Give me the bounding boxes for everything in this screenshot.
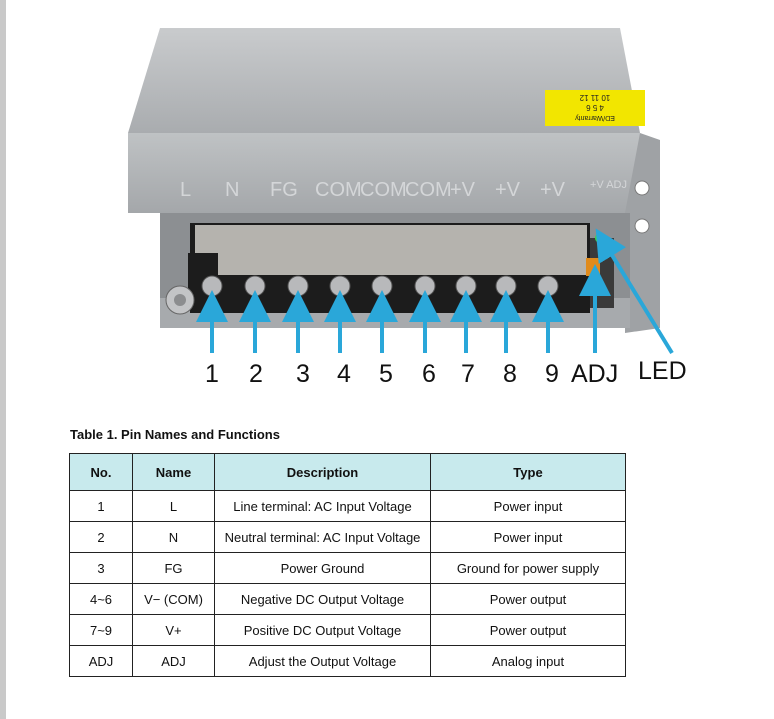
pin-label: 2 (249, 360, 263, 388)
svg-text:4 5 6: 4 5 6 (586, 103, 604, 112)
cell-description: Adjust the Output Voltage (214, 645, 431, 677)
adj-mark: +V ADJ (590, 179, 627, 191)
terminal-screw (287, 275, 309, 297)
pin-label: 1 (205, 360, 219, 388)
pin-label: ADJ (571, 360, 619, 388)
adj-potentiometer (586, 258, 600, 276)
cell-type: Power output (430, 583, 626, 615)
table-header-row: No. Name Description Type (69, 453, 626, 491)
cell-type: Power input (430, 521, 626, 553)
cell-description: Negative DC Output Voltage (214, 583, 431, 615)
terminal-mark: COM (405, 179, 452, 201)
terminal-mark: +V (450, 179, 476, 201)
cell-no: 1 (69, 490, 133, 522)
pin-label: 4 (337, 360, 351, 388)
terminal-mark: +V (540, 179, 566, 201)
terminal-mark: L (180, 179, 191, 201)
case-front (128, 133, 640, 213)
cell-name: N (132, 521, 215, 553)
cell-name: L (132, 490, 215, 522)
pin-label: 6 (422, 360, 436, 388)
terminal-screw (495, 275, 517, 297)
pin-label: 5 (379, 360, 393, 388)
cell-name: V− (COM) (132, 583, 215, 615)
cell-name: V+ (132, 614, 215, 646)
terminal-mark: N (225, 179, 239, 201)
warranty-sticker: ED/Warranty 4 5 6 10 11 12 (545, 90, 645, 126)
led-light (595, 233, 605, 243)
pin-label: 8 (503, 360, 517, 388)
svg-text:ED/Warranty: ED/Warranty (575, 114, 615, 121)
cell-description: Line terminal: AC Input Voltage (214, 490, 431, 522)
terminal-mark: COM (315, 179, 362, 201)
cell-no: 4~6 (69, 583, 133, 615)
header-type: Type (430, 453, 626, 491)
led-arrow (595, 228, 674, 355)
pin-label: 3 (296, 360, 310, 388)
terminal-mark: +V (495, 179, 521, 201)
pin-label: 9 (545, 360, 559, 388)
cell-no: ADJ (69, 645, 133, 677)
header-description: Description (214, 453, 431, 491)
cell-description: Power Ground (214, 552, 431, 584)
cell-no: 3 (69, 552, 133, 584)
terminal-screw (414, 275, 436, 297)
terminal-screw (455, 275, 477, 297)
cell-type: Ground for power supply (430, 552, 626, 584)
cell-description: Neutral terminal: AC Input Voltage (214, 521, 431, 553)
page-left-edge (0, 0, 6, 719)
table-caption: Table 1. Pin Names and Functions (70, 427, 280, 442)
cell-name: FG (132, 552, 215, 584)
pin-label: 7 (461, 360, 475, 388)
cell-type: Power input (430, 490, 626, 522)
cell-type: Power output (430, 614, 626, 646)
svg-text:10 11 12: 10 11 12 (579, 93, 610, 102)
terminal-screw (371, 275, 393, 297)
terminal-screw (244, 275, 266, 297)
pin-label: LED (638, 357, 687, 385)
cell-no: 2 (69, 521, 133, 553)
terminal-mark: COM (360, 179, 407, 201)
cell-name: ADJ (132, 645, 215, 677)
terminal-screw (329, 275, 351, 297)
cell-no: 7~9 (69, 614, 133, 646)
cell-type: Analog input (430, 645, 626, 677)
terminal-cover (195, 225, 587, 275)
header-name: Name (132, 453, 215, 491)
cell-description: Positive DC Output Voltage (214, 614, 431, 646)
terminal-screw (201, 275, 223, 297)
terminal-screw (537, 275, 559, 297)
terminal-mark: FG (270, 179, 298, 201)
header-no: No. (69, 453, 133, 491)
case-top (128, 28, 640, 133)
